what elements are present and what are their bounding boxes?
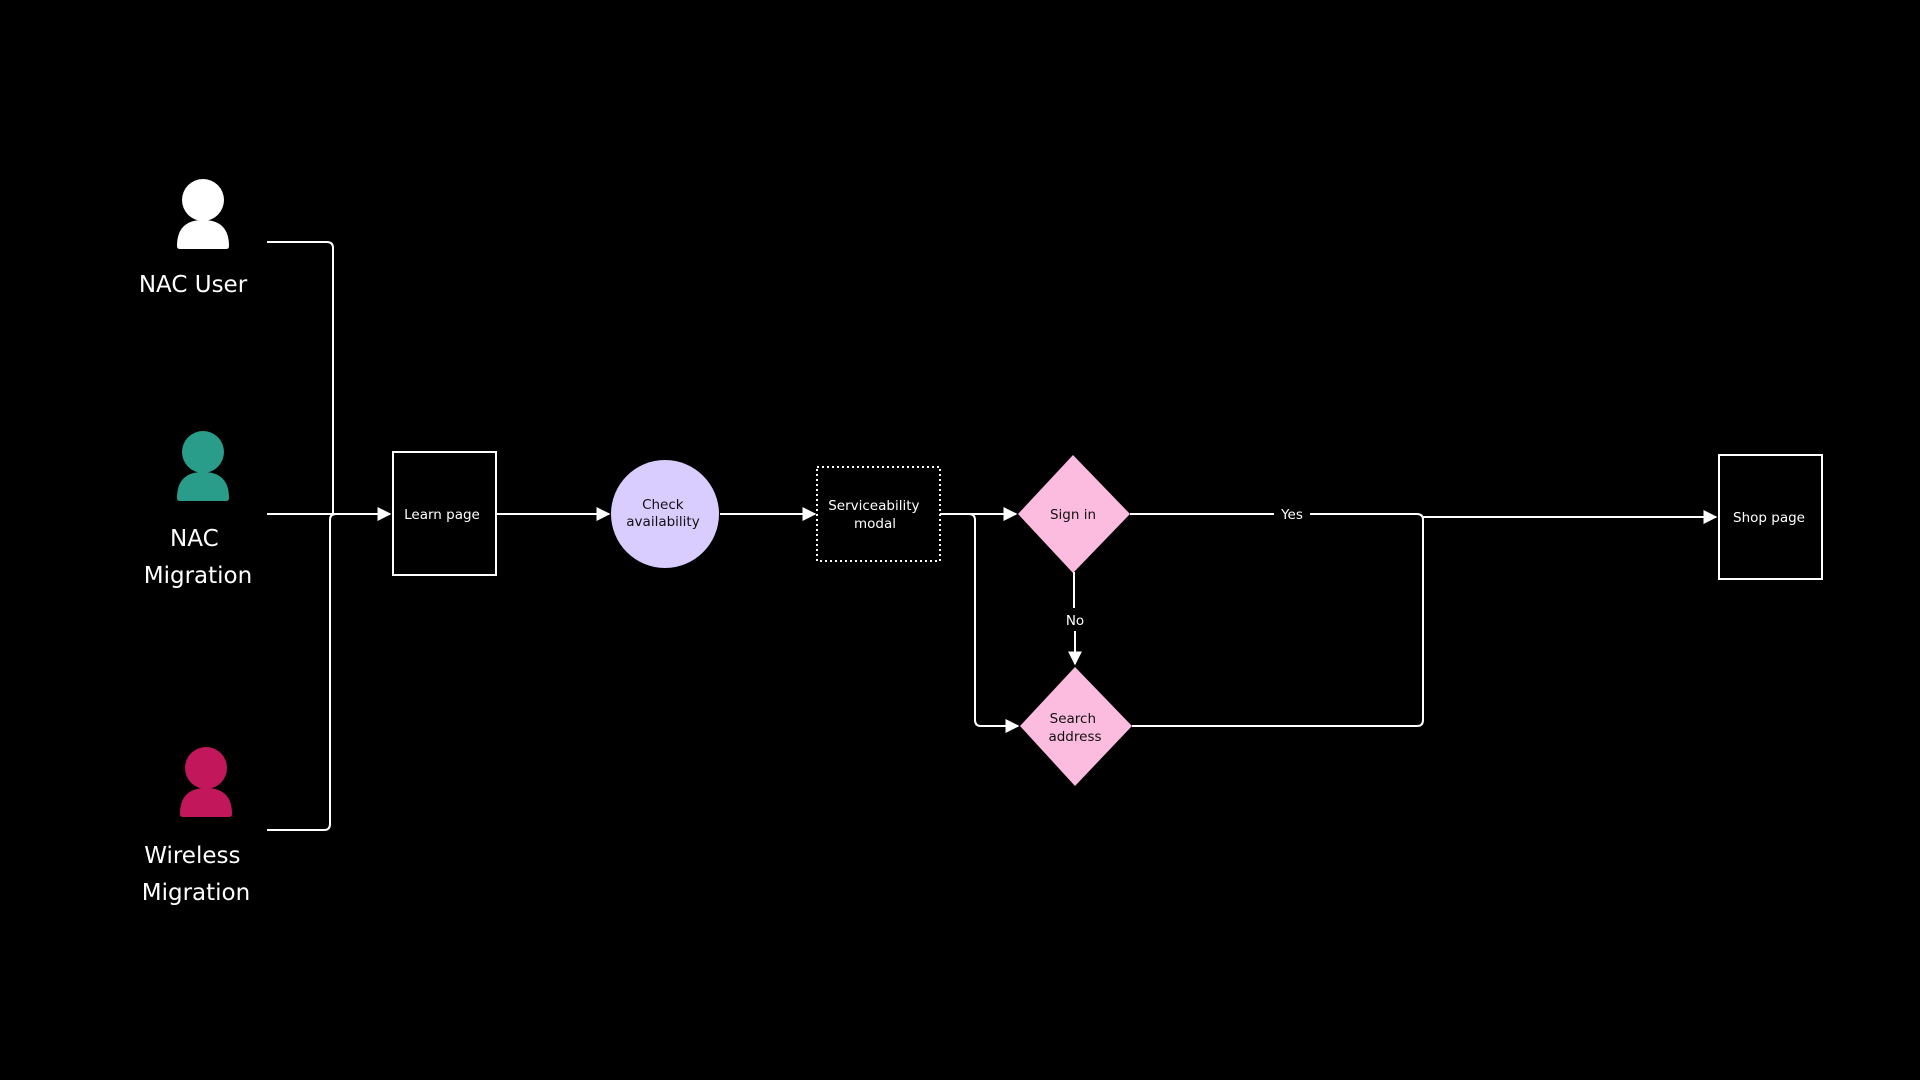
edge-label-yes-background bbox=[1276, 505, 1307, 525]
edge-label-yes: Yes bbox=[1280, 507, 1303, 523]
person-icon bbox=[180, 747, 232, 817]
connector-search-to-merge bbox=[1132, 520, 1424, 727]
node-label: Check availability bbox=[626, 497, 699, 530]
node-label: Serviceability modal bbox=[828, 498, 924, 532]
edge-label-no-background bbox=[1061, 611, 1089, 631]
node-serviceability-modal: Serviceability modal bbox=[816, 466, 941, 562]
node-label: Shop page bbox=[1733, 510, 1805, 526]
node-label: Sign in bbox=[1050, 507, 1096, 523]
node-check-availability: Check availability bbox=[611, 460, 719, 568]
persona-label: Wireless Migration bbox=[142, 843, 250, 906]
node-label: Search address bbox=[1048, 711, 1101, 745]
node-sign-in: Sign in bbox=[1018, 455, 1130, 573]
node-label: Learn page bbox=[404, 507, 480, 523]
connector-wireless-migration bbox=[267, 513, 337, 831]
connector-signin-yes-right bbox=[1310, 513, 1424, 521]
edge-label-no: No bbox=[1066, 613, 1084, 629]
connector-nac-user bbox=[267, 241, 334, 514]
person-icon bbox=[177, 179, 229, 249]
node-search-address: Search address bbox=[1020, 667, 1132, 786]
persona-wireless-migration: Wireless Migration bbox=[142, 747, 250, 906]
node-shop-page: Shop page bbox=[1718, 454, 1823, 580]
node-learn-page: Learn page bbox=[392, 451, 497, 576]
person-icon bbox=[177, 431, 229, 501]
persona-nac-migration: NAC Migration bbox=[144, 431, 252, 589]
persona-nac-user: NAC User bbox=[139, 179, 248, 298]
connector-modal-to-search bbox=[940, 513, 1020, 733]
persona-label: NAC Migration bbox=[144, 526, 252, 589]
persona-label: NAC User bbox=[139, 272, 248, 298]
